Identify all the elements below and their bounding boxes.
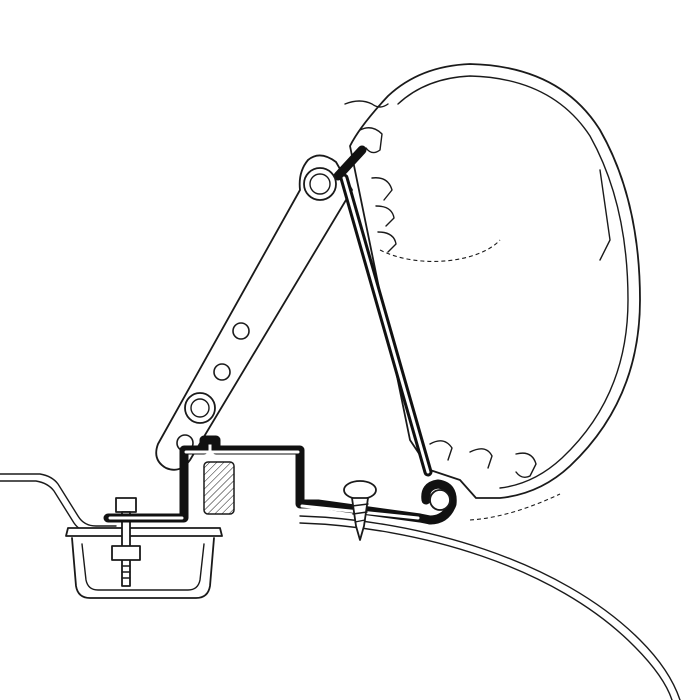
middle-bolt [184, 392, 216, 424]
mounting-arm [155, 154, 353, 471]
arm-hole-1 [232, 322, 250, 340]
roof-rail [65, 527, 223, 599]
spacer-block [203, 461, 235, 515]
awning-cassette [344, 63, 641, 521]
bracket-hook [421, 479, 457, 525]
roof-screw [343, 480, 377, 541]
top-bolt [303, 167, 337, 201]
arm-hole-2 [213, 363, 231, 381]
rail-bolt [111, 497, 141, 587]
diagonal-bracket [333, 145, 433, 477]
